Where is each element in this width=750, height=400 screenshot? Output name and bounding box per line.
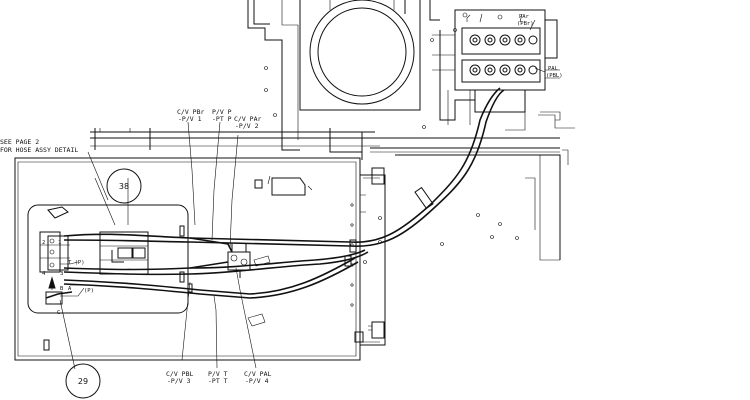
label-cv-pbr-2: -P/V 1: [178, 115, 202, 123]
pilot-valve-detail: 2 1 4 3 T (P) B A (P) C: [27, 204, 189, 351]
label-cv-pal-2: -P/V 4: [245, 377, 269, 385]
slew-ring-outer: [309, 0, 415, 105]
label-cv-pbr-1: C/V PBr: [177, 108, 204, 116]
note-hose-detail: FOR HOSE ASSY DETAIL: [0, 146, 78, 154]
hose-bundle: [63, 87, 505, 299]
control-valve-block: PAr (PBr) PAL (PBL): [432, 9, 563, 131]
vl-b: B: [60, 286, 64, 292]
label-pbl: (PBL): [546, 73, 563, 79]
vl-2: 2: [42, 240, 45, 246]
vl-c: C: [57, 310, 60, 316]
rivets: [264, 28, 519, 246]
label-pv-p-1: P/V P: [212, 108, 232, 116]
label-cv-pbl-2: -P/V 3: [167, 377, 191, 385]
label-cv-par-2: -P/V 2: [235, 122, 259, 130]
vl-a: A: [68, 286, 72, 292]
deck-plates: [90, 111, 575, 261]
upper-frame: [247, 0, 440, 151]
vl-p: (P): [84, 288, 94, 294]
vl-4: 4: [42, 271, 46, 277]
label-pv-t-2: -PT T: [208, 377, 228, 385]
vl-tp: T (P): [68, 260, 85, 266]
callout-38: 38: [106, 168, 142, 204]
spools: [469, 34, 538, 76]
label-pal: PAL: [548, 66, 559, 72]
vl-1: 1: [58, 240, 61, 246]
pilot-tee-valve: [179, 225, 251, 293]
chassis-plate: [14, 157, 386, 361]
label-pbr: (PBr): [517, 21, 534, 27]
slew-ring-inner: [317, 7, 407, 97]
label-par: PAr: [519, 14, 530, 20]
callout-29-number: 29: [78, 377, 88, 386]
callout-38-number: 38: [119, 182, 129, 191]
label-cv-pal-1: C/V PAL: [244, 370, 271, 378]
label-cv-pbl-1: C/V PBL: [166, 370, 193, 378]
label-cv-par-1: C/V PAr: [234, 115, 261, 123]
note-see-page: SEE PAGE 2: [0, 138, 39, 146]
callout-29: 29: [65, 363, 101, 399]
label-pv-t-1: P/V T: [208, 370, 228, 378]
vl-3: 3: [60, 271, 63, 277]
leader-lines: [59, 121, 257, 370]
label-pv-p-2: -PT P: [212, 115, 232, 123]
